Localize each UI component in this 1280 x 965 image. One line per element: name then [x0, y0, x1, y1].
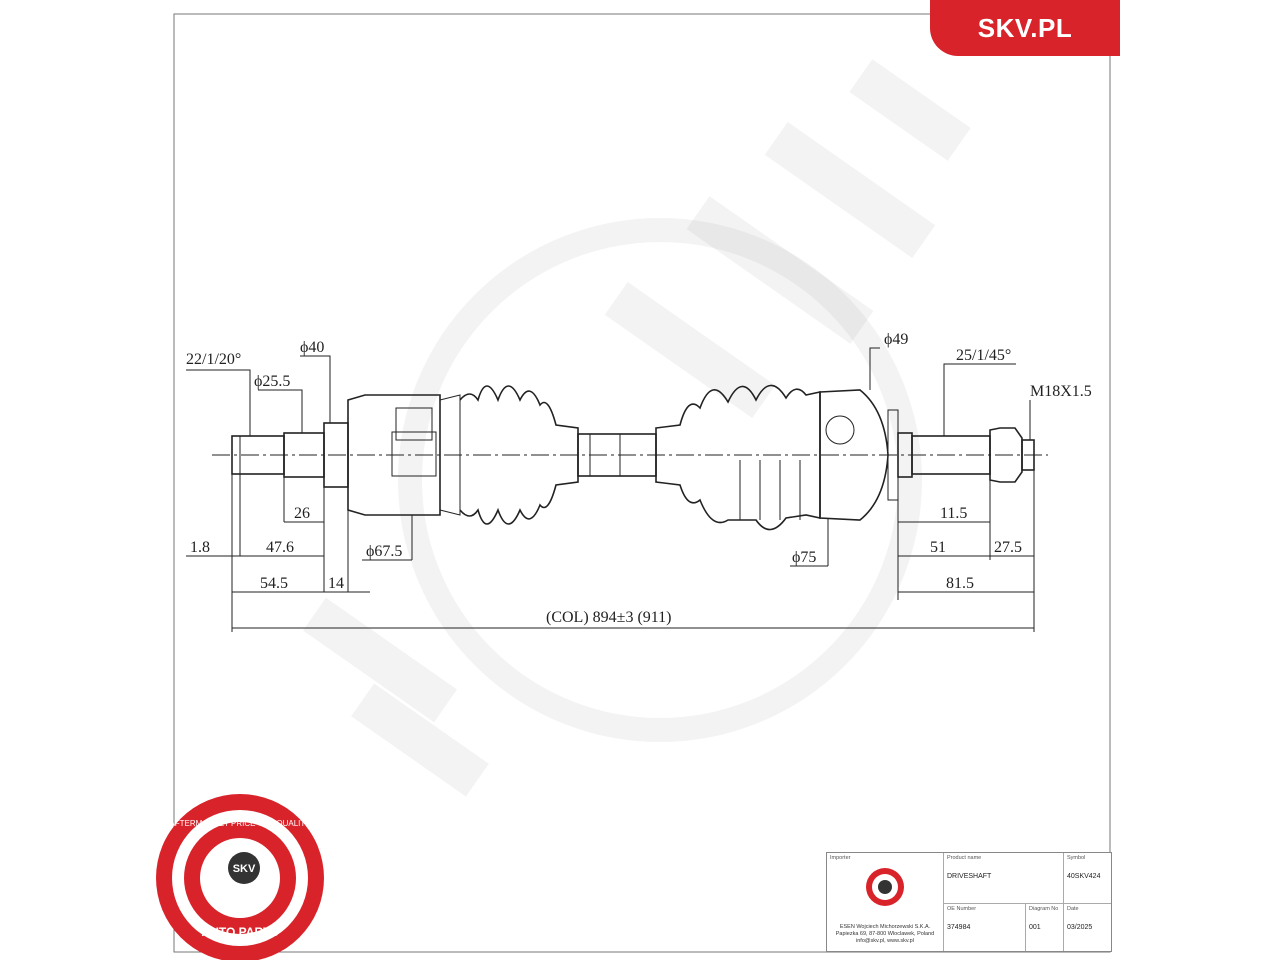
right-stub: [897, 427, 1035, 483]
dim-spline-right: 25/1/45°: [956, 347, 1011, 364]
symbol-value: 40SKV424: [1067, 873, 1101, 880]
dim-d49: ϕ49: [884, 331, 908, 348]
dim-d25-5: ϕ25.5: [254, 373, 290, 390]
date-value: 03/2025: [1067, 924, 1093, 931]
dim-51: 51: [930, 539, 946, 556]
shaft: [577, 433, 657, 477]
dim-11-5: 11.5: [940, 505, 967, 522]
right-boot: [655, 384, 821, 531]
dim-47-6: 47.6: [266, 539, 294, 556]
watermark-letters: [302, 59, 971, 797]
seal-ring-top: AFTERMARKET PRICE · OE QUALITY: [169, 819, 311, 828]
seal-ring-bottom: AUTO PARTS: [202, 925, 279, 939]
symbol-label: Symbol: [1067, 855, 1086, 861]
dim-d67-5: ϕ67.5: [366, 543, 402, 560]
diagram-label: Diagram No: [1029, 906, 1059, 912]
title-block: Importer ESEN Wojciech Michorzewski S.K.…: [826, 852, 1112, 952]
seal-center-text: SKV: [233, 863, 256, 875]
brand-logo-text: SKV.PL: [977, 12, 1073, 43]
oe-cell: OE Number 374984: [943, 903, 1025, 951]
dim-26: 26: [294, 505, 310, 522]
leaders: [186, 347, 1035, 632]
dim-spline-left: 22/1/20°: [186, 351, 241, 368]
importer-label: Importer: [830, 855, 851, 861]
diagram-cell: Diagram No 001: [1025, 903, 1063, 951]
oe-value: 374984: [947, 924, 971, 931]
skv-seal: SKV AFTERMARKET PRICE · OE QUALITY AUTO …: [156, 794, 324, 962]
dimension-lines: [186, 521, 1034, 629]
importer-address: ESEN Wojciech Michorzewski S.K.A. Papiez…: [835, 924, 935, 944]
importer-seal-icon: [866, 868, 904, 906]
product-value: DRIVESHAFT: [947, 873, 992, 880]
importer-cell: Importer ESEN Wojciech Michorzewski S.K.…: [827, 853, 943, 951]
dim-14: 14: [328, 575, 344, 592]
dim-27-5: 27.5: [994, 539, 1022, 556]
dim-d40: ϕ40: [300, 339, 324, 356]
oe-label: OE Number: [947, 906, 977, 912]
dim-1-8: 1.8: [190, 539, 210, 556]
dim-thread: M18X1.5: [1030, 383, 1092, 400]
symbol-cell: Symbol 40SKV424: [1063, 853, 1111, 903]
diagram-value: 001: [1029, 924, 1041, 931]
dim-81-5: 81.5: [946, 575, 974, 592]
date-label: Date: [1067, 906, 1079, 912]
product-cell: Product name DRIVESHAFT: [943, 853, 1063, 903]
product-label: Product name: [947, 855, 982, 861]
drawing-frame: [173, 13, 1111, 953]
dim-54-5: 54.5: [260, 575, 288, 592]
dim-d75: ϕ75: [792, 549, 816, 566]
boot-ribs: [739, 460, 801, 520]
dim-total-length: (COL) 894±3 (911): [546, 609, 672, 626]
date-cell: Date 03/2025: [1063, 903, 1111, 951]
brand-logo: SKV.PL: [930, 0, 1120, 56]
watermark-gear: [398, 218, 922, 742]
